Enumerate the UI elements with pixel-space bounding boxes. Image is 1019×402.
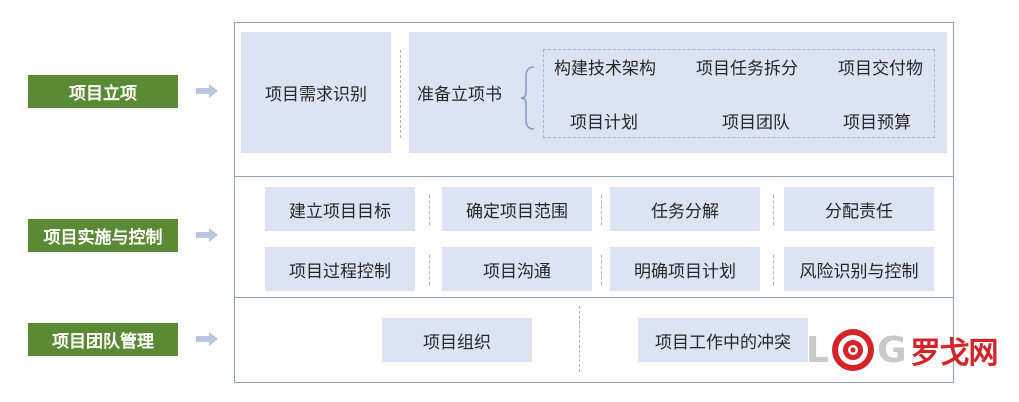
charter-item: 项目任务拆分	[696, 59, 798, 79]
needs-identification-box: 项目需求识别	[241, 32, 391, 153]
execution-task-box: 项目沟通	[442, 247, 592, 291]
execution-task-box: 项目过程控制	[265, 247, 415, 291]
section-divider	[234, 297, 954, 298]
charter-item: 项目团队	[722, 113, 790, 133]
charter-item: 项目计划	[570, 113, 638, 133]
left-brace-icon	[520, 66, 535, 130]
dashed-separator	[601, 255, 602, 285]
logo-watermark: L G 罗戈网	[806, 328, 999, 372]
target-logo-icon	[831, 329, 874, 371]
right-arrow-icon	[196, 332, 218, 346]
dashed-separator	[429, 255, 430, 285]
charter-label: 准备立项书	[417, 85, 502, 105]
charter-item: 项目交付物	[838, 59, 923, 79]
execution-task-box: 分配责任	[784, 187, 934, 231]
stage-label-team: 项目团队管理	[28, 323, 178, 356]
dashed-separator	[601, 195, 602, 225]
dashed-separator	[773, 195, 774, 225]
team-item-box: 项目工作中的冲突	[638, 318, 808, 362]
section-divider	[234, 176, 954, 177]
right-arrow-icon	[196, 84, 218, 98]
diagram-frame	[234, 22, 954, 383]
dashed-separator	[579, 306, 580, 372]
execution-task-box: 风险识别与控制	[784, 247, 934, 291]
logo-letter: G	[876, 329, 907, 371]
stage-label-execution: 项目实施与控制	[28, 219, 178, 252]
logo-text: 罗戈网	[910, 336, 999, 371]
stage-label-initiation: 项目立项	[28, 75, 178, 108]
execution-task-box: 确定项目范围	[442, 187, 592, 231]
charter-item: 项目预算	[843, 113, 911, 133]
execution-task-box: 建立项目目标	[265, 187, 415, 231]
execution-task-box: 任务分解	[610, 187, 760, 231]
charter-container: 准备立项书	[409, 32, 947, 153]
charter-item: 构建技术架构	[554, 59, 656, 79]
logo-letter: L	[806, 329, 829, 371]
team-item-box: 项目组织	[382, 318, 532, 362]
execution-task-box: 明确项目计划	[610, 247, 760, 291]
right-arrow-icon	[196, 228, 218, 242]
dashed-separator	[400, 50, 401, 138]
dashed-separator	[429, 195, 430, 225]
dashed-separator	[773, 255, 774, 285]
charter-items-group	[543, 49, 935, 138]
